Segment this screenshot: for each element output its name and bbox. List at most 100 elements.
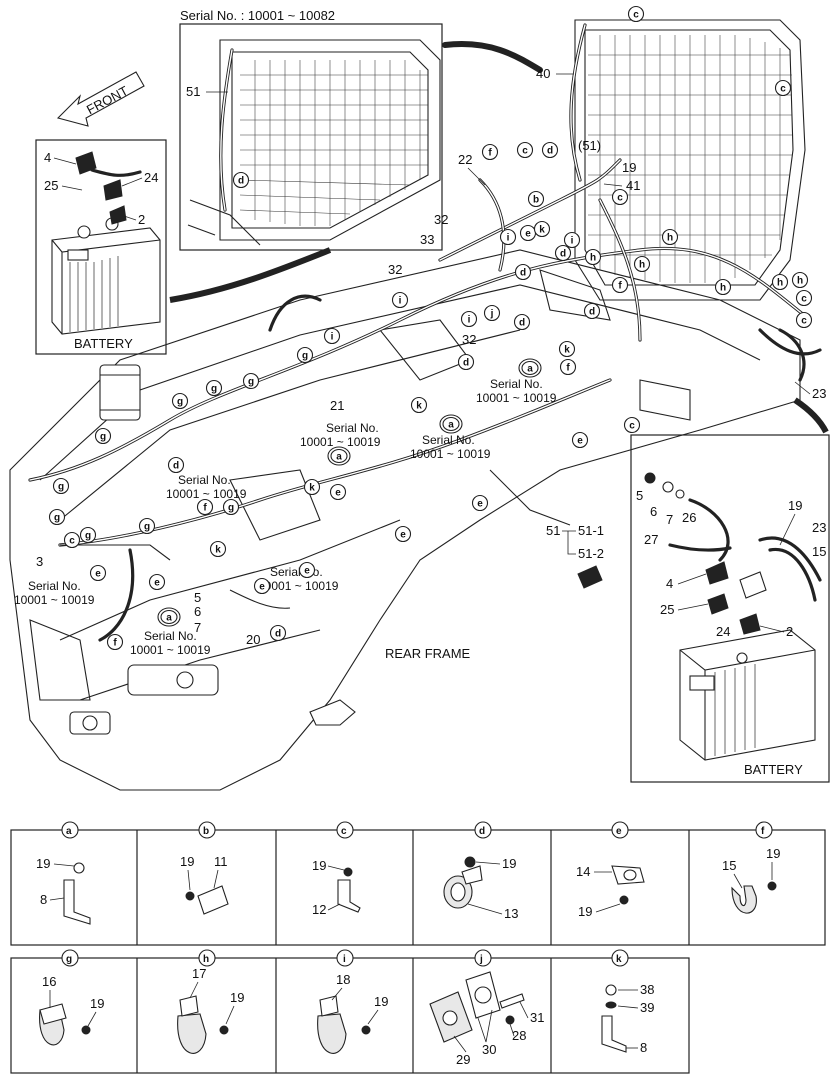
callout-letter: f bbox=[488, 148, 492, 159]
detail-panel-c: c 19 12 bbox=[312, 821, 361, 917]
callout-letter: k bbox=[564, 345, 570, 356]
callout-d7: d bbox=[457, 353, 475, 371]
callout-letter: c bbox=[629, 421, 635, 432]
callout-letter: c bbox=[780, 84, 786, 95]
callout-letter: g bbox=[58, 482, 64, 493]
inset-serial-label: Serial No. : 10001 ~ 10082 bbox=[180, 8, 335, 23]
part-32-c: 32 bbox=[462, 332, 476, 347]
callout-letter: g bbox=[228, 503, 234, 514]
callout-c5: c bbox=[795, 289, 813, 307]
callout-c1: c bbox=[627, 5, 645, 23]
callout-letter: c bbox=[617, 193, 623, 204]
callout-e9: e bbox=[253, 577, 271, 595]
callout-letter: k bbox=[309, 483, 315, 494]
part-21: 21 bbox=[330, 398, 344, 413]
front-arrow: FRONT bbox=[56, 71, 145, 127]
rear-frame: REAR FRAME bbox=[9, 249, 801, 791]
callout-letter: i bbox=[507, 233, 510, 244]
callout-i5: i bbox=[499, 228, 517, 246]
callout-g5: g bbox=[48, 508, 66, 526]
detail-e-19: 19 bbox=[578, 904, 592, 919]
callout-letter: k bbox=[215, 545, 221, 556]
callout-letter: c bbox=[801, 316, 807, 327]
detail-k-38: 38 bbox=[640, 982, 654, 997]
callout-d6: d bbox=[513, 313, 531, 331]
callout-letter: e bbox=[259, 582, 265, 593]
callout-d2: d bbox=[541, 141, 559, 159]
part-2-right: 2 bbox=[786, 624, 793, 639]
callout-f4: f bbox=[106, 633, 124, 651]
detail-j-31: 31 bbox=[530, 1010, 544, 1025]
callout-letter: a bbox=[166, 613, 172, 624]
detail-row-1-frame bbox=[10, 829, 826, 946]
callout-letter: j bbox=[490, 309, 494, 320]
callout-letter: d bbox=[560, 249, 566, 260]
callout-letter: a bbox=[527, 364, 533, 375]
part-51-1: 51-1 bbox=[578, 523, 604, 538]
part-22: 22 bbox=[458, 152, 472, 167]
callout-letter: i bbox=[399, 296, 402, 307]
serial-range-4: 10001 ~ 10019 bbox=[166, 487, 247, 501]
battery-right-leader-curve bbox=[793, 397, 829, 434]
callout-letter: h bbox=[720, 283, 726, 294]
callout-letter: b bbox=[533, 195, 539, 206]
detail-panel-h: h 17 19 bbox=[177, 949, 244, 1054]
detail-j-letter: j bbox=[479, 954, 483, 965]
callout-g1: g bbox=[296, 346, 314, 364]
detail-g-19: 19 bbox=[90, 996, 104, 1011]
callout-h1: h bbox=[584, 248, 602, 266]
callout-g3: g bbox=[171, 392, 189, 410]
callout-letter: k bbox=[416, 401, 422, 412]
callout-c7: c bbox=[623, 416, 641, 434]
callout-g9: g bbox=[52, 477, 70, 495]
battery-leader-curve bbox=[169, 247, 332, 303]
callout-letter: g bbox=[54, 513, 60, 524]
callout-d8: d bbox=[167, 456, 185, 474]
callout-c4: c bbox=[611, 188, 629, 206]
part-51-main: 51 bbox=[546, 523, 560, 538]
serial-label-1: Serial No. bbox=[490, 377, 543, 391]
callout-letter: h bbox=[639, 260, 645, 271]
detail-f-15: 15 bbox=[722, 858, 736, 873]
part-4-right: 4 bbox=[666, 576, 673, 591]
detail-g-letter: g bbox=[66, 954, 72, 965]
callout-letter: d bbox=[173, 461, 179, 472]
detail-h-letter: h bbox=[203, 954, 209, 965]
callout-letter: g bbox=[302, 351, 308, 362]
callout-f2: f bbox=[559, 358, 577, 376]
part-5-main: 5 bbox=[194, 590, 201, 605]
callout-letter: d bbox=[238, 176, 244, 187]
detail-a-letter: a bbox=[66, 826, 72, 837]
callout-letter: e bbox=[154, 578, 160, 589]
detail-a-8: 8 bbox=[40, 892, 47, 907]
callout-letter: g bbox=[100, 432, 106, 443]
detail-b-letter: b bbox=[203, 826, 209, 837]
part-25-right: 25 bbox=[660, 602, 674, 617]
detail-c-letter: c bbox=[341, 826, 347, 837]
inset-battery-right: 5 6 7 26 27 19 23 15 4 25 24 2 BATTERY bbox=[630, 434, 830, 783]
part-32-a: 32 bbox=[434, 212, 448, 227]
callout-letter: c bbox=[522, 146, 528, 157]
detail-b-19: 19 bbox=[180, 854, 194, 869]
callout-e8: e bbox=[298, 561, 316, 579]
part-19-right: 19 bbox=[788, 498, 802, 513]
part-24-right: 24 bbox=[716, 624, 730, 639]
detail-j-28: 28 bbox=[512, 1028, 526, 1043]
detail-panel-b: b 19 11 bbox=[180, 821, 229, 915]
callout-letter: e bbox=[400, 530, 406, 541]
callout-h5: h bbox=[771, 273, 789, 291]
battery-right-frame bbox=[630, 434, 830, 783]
detail-panels: a 19 8 b 19 11 c 19 12 bbox=[10, 821, 826, 1074]
callout-letter: e bbox=[335, 488, 341, 499]
part-6-main: 6 bbox=[194, 604, 201, 619]
detail-panel-f: f 15 19 bbox=[722, 821, 780, 914]
part-51-paren: (51) bbox=[578, 138, 601, 153]
callout-letter: g bbox=[144, 522, 150, 533]
detail-k-letter: k bbox=[616, 954, 622, 965]
callout-a4: a bbox=[157, 607, 181, 627]
callout-a1: a bbox=[518, 358, 542, 378]
part-23-right: 23 bbox=[812, 520, 826, 535]
callout-h3: h bbox=[633, 255, 651, 273]
callout-h6: h bbox=[791, 271, 809, 289]
battery-left-frame bbox=[35, 139, 167, 355]
